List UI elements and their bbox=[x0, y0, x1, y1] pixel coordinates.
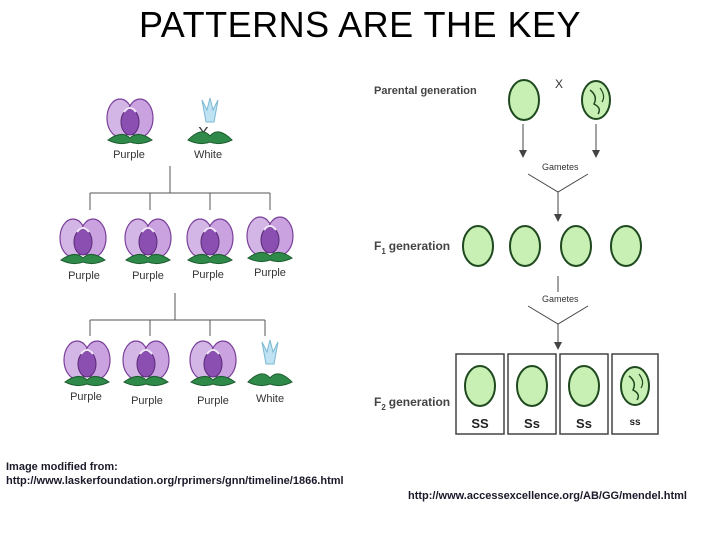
f2-label: Purple bbox=[197, 395, 229, 407]
purple-flower-icon bbox=[125, 219, 171, 264]
f1-label: Purple bbox=[132, 270, 164, 282]
smooth-seed-icon bbox=[509, 80, 539, 120]
smooth-seed-icon bbox=[510, 226, 540, 266]
purple-flower-icon bbox=[107, 99, 153, 144]
genotype-label: ss bbox=[629, 417, 641, 428]
f1-label: Purple bbox=[192, 269, 224, 281]
smooth-seed-icon bbox=[561, 226, 591, 266]
genotype-label: Ss bbox=[524, 416, 540, 431]
page-title: PATTERNS ARE THE KEY bbox=[0, 4, 720, 46]
genotype-label: SS bbox=[471, 416, 489, 431]
smooth-seed-icon bbox=[611, 226, 641, 266]
smooth-seed-icon bbox=[517, 366, 547, 406]
parent-label: White bbox=[194, 149, 222, 161]
purple-flower-icon bbox=[123, 341, 169, 386]
wrinkled-seed-icon bbox=[621, 367, 649, 405]
white-flower-icon bbox=[188, 98, 232, 144]
smooth-seed-icon bbox=[463, 226, 493, 266]
f2-label: White bbox=[256, 393, 284, 405]
f1-label: Purple bbox=[68, 270, 100, 282]
purple-flower-icon bbox=[187, 219, 233, 264]
credit-url: http://www.laskerfoundation.org/rprimers… bbox=[6, 474, 344, 488]
right-image-credit: http://www.accessexcellence.org/AB/GG/me… bbox=[408, 489, 687, 503]
purple-flower-icon bbox=[60, 219, 106, 264]
parental-generation-label: Parental generation bbox=[374, 85, 477, 97]
wrinkled-seed-icon bbox=[582, 81, 610, 119]
flower-cross-diagram: X Purple White Purple Purple Purple Purp… bbox=[50, 88, 300, 418]
f1-label: Purple bbox=[254, 267, 286, 279]
left-image-credit: Image modified from: http://www.laskerfo… bbox=[6, 460, 344, 488]
smooth-seed-icon bbox=[465, 366, 495, 406]
genotype-label: Ss bbox=[576, 416, 592, 431]
credit-line: Image modified from: bbox=[6, 460, 344, 474]
gametes-label: Gametes bbox=[542, 162, 579, 172]
f2-label: Purple bbox=[70, 391, 102, 403]
parent-label: Purple bbox=[113, 149, 145, 161]
gametes-label: Gametes bbox=[542, 294, 579, 304]
smooth-seed-icon bbox=[569, 366, 599, 406]
purple-flower-icon bbox=[190, 341, 236, 386]
f2-label: Purple bbox=[131, 395, 163, 407]
purple-flower-icon bbox=[64, 341, 110, 386]
seed-cross-symbol: X bbox=[555, 77, 563, 91]
white-flower-icon bbox=[248, 340, 292, 386]
purple-flower-icon bbox=[247, 217, 293, 262]
